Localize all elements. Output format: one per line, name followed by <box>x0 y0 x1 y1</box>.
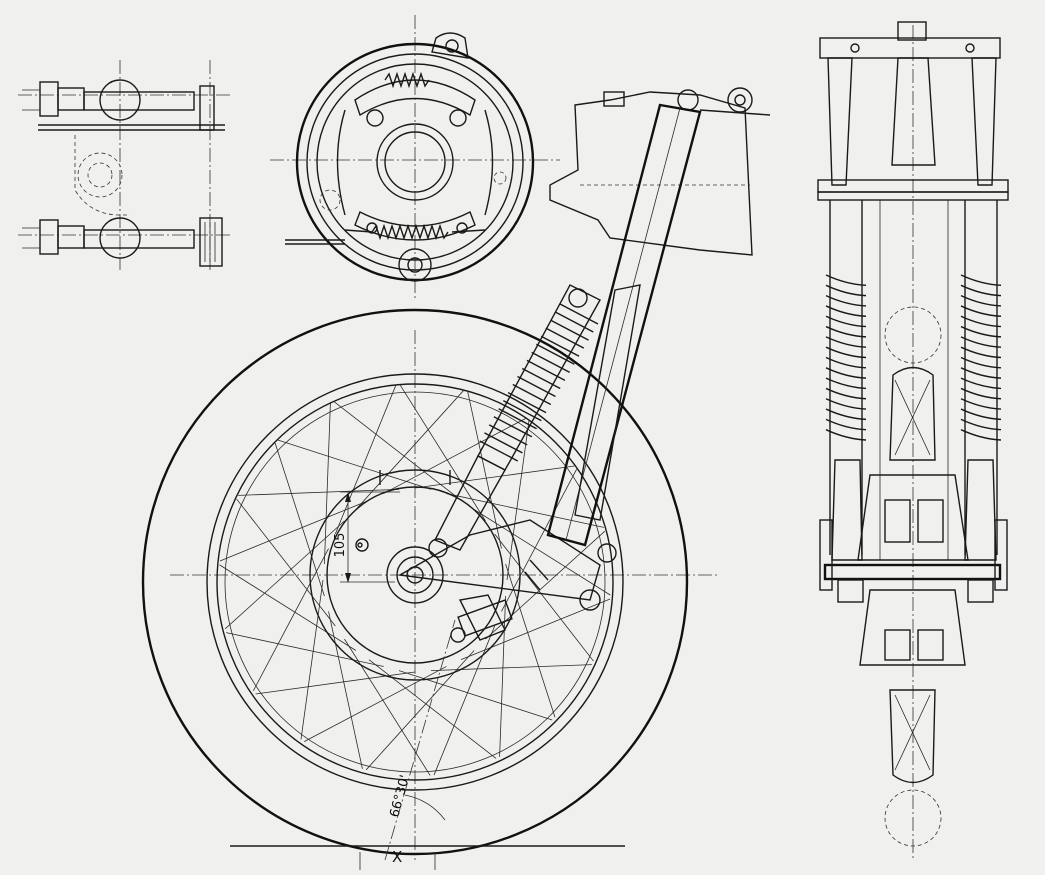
spoke <box>485 530 606 640</box>
spring-coil <box>960 418 1002 431</box>
spoke <box>499 595 507 757</box>
spring-coil <box>507 391 547 414</box>
spring-coil <box>960 346 1002 359</box>
spoke <box>252 548 329 692</box>
spring-coil <box>825 398 867 410</box>
spring-coil <box>960 367 1002 379</box>
spring-coil <box>554 311 594 333</box>
spoke <box>226 632 384 667</box>
spoke <box>224 520 345 630</box>
spring-left <box>825 274 867 441</box>
spring-coil <box>960 387 1002 400</box>
shock-spring <box>479 303 599 462</box>
spring-coil <box>517 375 556 398</box>
spring-coil <box>488 424 528 446</box>
spring-coil <box>960 274 1002 287</box>
spoke <box>300 579 324 740</box>
spoke <box>303 666 447 743</box>
wheel-spokes <box>219 384 611 776</box>
spoke <box>255 671 416 695</box>
spring-coil <box>960 305 1002 317</box>
spoke <box>355 389 465 510</box>
spring-coil <box>825 336 867 348</box>
spoke <box>274 442 325 597</box>
spring-coil <box>960 377 1002 390</box>
spoke <box>328 611 363 769</box>
spring-coil <box>960 325 1002 338</box>
ground-point-label: X <box>392 848 402 866</box>
spoke <box>219 564 357 651</box>
spring-coil <box>960 315 1002 328</box>
spring-coil <box>825 387 867 400</box>
spring-coil <box>960 398 1002 410</box>
spring-coil <box>503 400 542 422</box>
spring-coil <box>825 325 867 338</box>
spring-coil <box>960 284 1002 297</box>
spoke <box>433 625 496 776</box>
spring-coil <box>498 408 537 430</box>
spring-coil <box>825 305 867 317</box>
spoke <box>344 638 431 776</box>
spring-coil <box>825 367 867 379</box>
spring-coil <box>545 327 585 349</box>
spring-coil <box>825 274 867 287</box>
spoke <box>399 384 486 522</box>
lever-detail-view <box>18 60 230 270</box>
dimension-105-text: 105 <box>333 533 348 558</box>
spring-coil <box>521 367 561 390</box>
spring-coil <box>825 377 867 390</box>
brake-drum-view <box>270 15 560 300</box>
spring-coil <box>825 356 867 369</box>
spring-coil <box>825 346 867 359</box>
spring-coil <box>550 319 589 341</box>
spoke <box>398 670 553 721</box>
fork-front-view <box>817 21 1009 860</box>
spoke <box>219 499 370 562</box>
spring-coil <box>479 440 519 462</box>
spring-coil <box>825 408 867 421</box>
spring-coil <box>960 336 1002 348</box>
spring-coil <box>825 418 867 431</box>
spring-coil <box>825 294 867 307</box>
spoke <box>277 439 432 490</box>
spoke <box>506 420 530 581</box>
spoke <box>501 468 578 612</box>
spring-coil <box>825 429 867 441</box>
spoke <box>446 493 604 528</box>
spoke <box>334 384 397 535</box>
spring-coil <box>960 429 1002 441</box>
spoke <box>414 465 575 489</box>
spoke <box>333 401 462 501</box>
spring-coil <box>531 351 570 373</box>
spring-coil <box>540 335 580 357</box>
spoke <box>467 391 502 549</box>
spoke <box>494 533 594 662</box>
spring-right <box>960 274 1002 441</box>
spring-coil <box>960 408 1002 421</box>
spoke <box>238 488 400 496</box>
spoke <box>323 403 331 565</box>
spring-coil <box>960 294 1002 307</box>
spring-coil <box>512 383 552 406</box>
spoke <box>473 509 611 596</box>
spoke <box>505 563 556 718</box>
spring-coil <box>559 303 599 325</box>
spring-coil <box>526 359 566 382</box>
spring-coil <box>825 315 867 328</box>
spoke <box>368 659 497 759</box>
spring-coil <box>825 284 867 297</box>
spring-coil <box>536 343 575 365</box>
wheel-side-view: 105 <box>141 308 720 860</box>
spring-coil <box>484 432 523 454</box>
spoke <box>365 650 475 771</box>
spring-coil <box>960 356 1002 369</box>
ground-reference: 66°30' X <box>230 619 625 870</box>
spoke <box>236 498 336 627</box>
spring-coil <box>493 416 533 438</box>
fork-side-view <box>434 87 771 551</box>
spoke <box>430 664 592 672</box>
